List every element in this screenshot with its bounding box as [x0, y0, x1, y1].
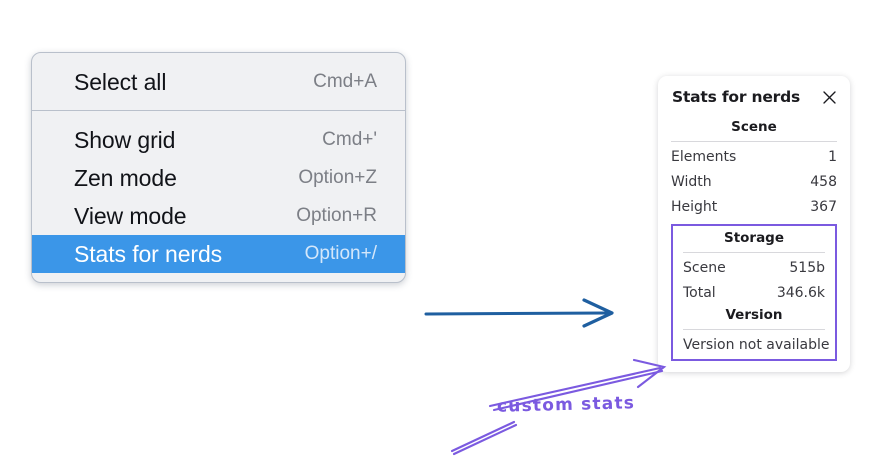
menu-item-zen-mode[interactable]: Zen mode Option+Z	[32, 159, 405, 197]
callout-arrow-icon	[450, 358, 667, 456]
stats-row-key: Height	[671, 198, 718, 215]
stats-row-value: 458	[810, 173, 837, 190]
menu-group-2: Show grid Cmd+' Zen mode Option+Z View m…	[32, 110, 405, 282]
stats-row-elements: Elements 1	[671, 145, 837, 170]
section-divider	[683, 329, 825, 331]
menu-item-shortcut: Cmd+A	[313, 71, 377, 92]
menu-item-shortcut: Cmd+'	[322, 129, 377, 150]
menu-item-label: Stats for nerds	[74, 240, 223, 267]
menu-item-shortcut: Option+R	[296, 205, 377, 226]
stats-row-key: Scene	[683, 259, 726, 276]
menu-item-label: View mode	[74, 202, 187, 229]
stats-panel-body: Scene Elements 1 Width 458 Height 367 St…	[658, 116, 850, 362]
stats-for-nerds-panel[interactable]: Stats for nerds Scene Elements 1 Width 4…	[658, 76, 850, 373]
menu-group-1: Select all Cmd+A	[32, 53, 405, 110]
stats-row-key: Width	[671, 173, 712, 190]
callout-label: custom stats	[496, 393, 636, 417]
stats-row-storage-scene: Scene 515b	[683, 256, 825, 281]
stats-row-value: 346.6k	[776, 284, 825, 301]
section-divider	[683, 251, 825, 253]
stats-row-key: Elements	[671, 149, 737, 165]
section-heading: Scene	[731, 119, 777, 135]
menu-item-shortcut: Option+Z	[298, 167, 377, 188]
stats-row-value: 515b	[789, 259, 825, 276]
stats-panel-title: Stats for nerds	[672, 88, 801, 106]
stats-panel-header: Stats for nerds	[658, 88, 850, 106]
close-icon[interactable]	[821, 89, 838, 106]
menu-item-label: Show grid	[74, 126, 176, 153]
menu-item-label: Zen mode	[74, 164, 177, 191]
stats-row-version-value: Version not available	[683, 337, 830, 354]
menu-item-select-all[interactable]: Select all Cmd+A	[32, 63, 405, 101]
stats-row-width: Width 458	[671, 170, 837, 195]
stats-row-key: Total	[683, 284, 716, 301]
section-heading: Storage	[723, 229, 785, 246]
stats-section-version: Version Version not available	[683, 305, 830, 354]
menu-item-shortcut: Option+/	[304, 243, 377, 264]
canvas-context-menu[interactable]: Select all Cmd+A Show grid Cmd+' Zen mod…	[31, 52, 406, 283]
stats-row-value: 367	[810, 198, 837, 215]
stats-section-scene: Scene Elements 1 Width 458 Height 367	[671, 116, 837, 220]
menu-item-show-grid[interactable]: Show grid Cmd+'	[32, 121, 405, 159]
stats-section-storage: Storage Scene 515b Total 346.6k	[683, 228, 825, 306]
menu-item-view-mode[interactable]: View mode Option+R	[32, 197, 405, 235]
stats-row-storage-total: Total 346.6k	[683, 281, 825, 306]
stats-row-height: Height 367	[671, 195, 837, 220]
stats-row-value: 1	[828, 149, 837, 165]
menu-item-stats-for-nerds[interactable]: Stats for nerds Option+/	[32, 235, 405, 273]
flow-arrow-icon	[424, 298, 614, 328]
section-divider	[671, 141, 837, 142]
section-heading: Version	[725, 307, 783, 324]
custom-stats-highlight-box: Storage Scene 515b Total 346.6k Version …	[671, 223, 837, 362]
menu-item-label: Select all	[74, 68, 167, 95]
